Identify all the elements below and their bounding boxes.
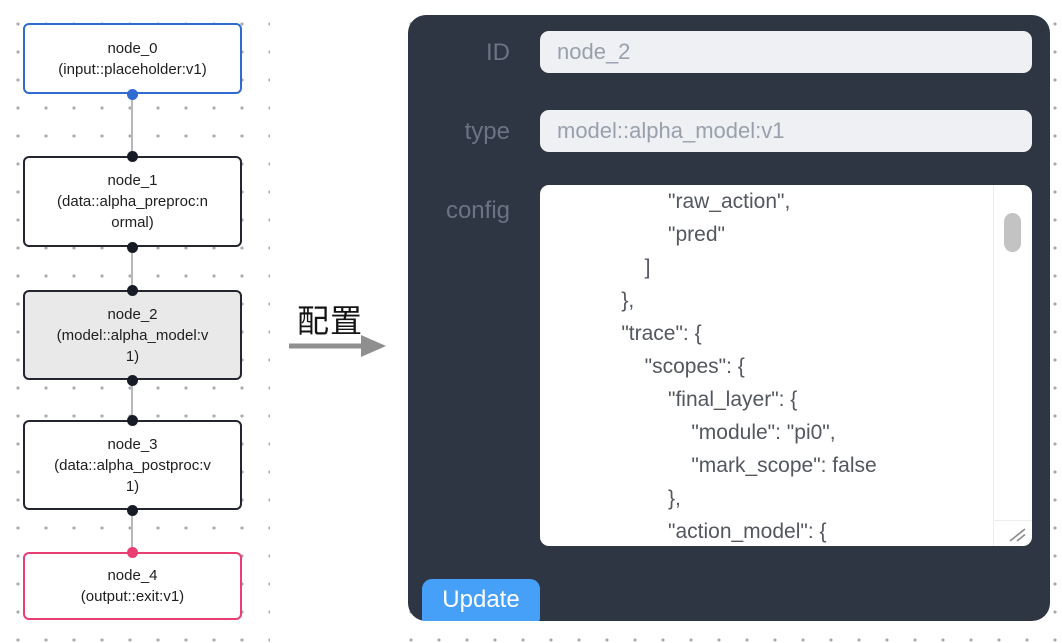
resize-handle-icon[interactable]	[1007, 525, 1029, 543]
edge-connector	[131, 380, 133, 420]
connection-port[interactable]	[127, 285, 138, 296]
edge-connector	[131, 510, 133, 552]
flow-node-node_1[interactable]: node_1 (data::alpha_preproc:normal)	[23, 156, 242, 247]
connection-port[interactable]	[127, 505, 138, 516]
node-title: node_4	[107, 567, 158, 584]
config-json-text[interactable]: "raw_action", "pred" ] }, "trace": { "sc…	[621, 190, 877, 543]
scrollbar-corner-divider	[993, 520, 1032, 521]
connection-port[interactable]	[127, 415, 138, 426]
scrollbar-thumb[interactable]	[1004, 213, 1021, 252]
id-input[interactable]	[540, 31, 1032, 73]
node-subtitle: (output::exit:v1)	[80, 588, 185, 605]
connection-port[interactable]	[127, 151, 138, 162]
connection-port[interactable]	[127, 547, 138, 558]
config-field-label: config	[445, 197, 510, 224]
type-field-label: type	[464, 118, 510, 145]
id-field-label: ID	[486, 39, 510, 66]
flow-node-node_2[interactable]: node_2 (model::alpha_model:v1)	[23, 290, 242, 380]
connection-port[interactable]	[127, 242, 138, 253]
type-input[interactable]	[540, 110, 1032, 152]
right-arrow-icon	[289, 335, 386, 357]
flow-node-node_4[interactable]: node_4 (output::exit:v1)	[23, 552, 242, 620]
flow-node-node_3[interactable]: node_3 (data::alpha_postproc:v1)	[23, 420, 242, 510]
node-subtitle: (input::placeholder:v1)	[58, 60, 207, 78]
node-subtitle: (model::alpha_model:v1)	[56, 326, 209, 365]
node-title: node_0	[107, 39, 158, 57]
update-button[interactable]: Update	[422, 579, 540, 621]
edge-connector	[131, 247, 133, 290]
config-textarea[interactable]: "raw_action", "pred" ] }, "trace": { "sc…	[540, 185, 1032, 546]
connection-port[interactable]	[127, 375, 138, 386]
node-subtitle: (data::alpha_preproc:normal)	[57, 193, 208, 231]
node-title: node_3	[107, 435, 158, 453]
connection-port[interactable]	[127, 89, 138, 100]
edge-connector	[131, 94, 133, 156]
config-annotation-label: 配置	[297, 303, 364, 339]
node-title: node_2	[107, 305, 158, 323]
flow-node-node_0[interactable]: node_0 (input::placeholder:v1)	[23, 23, 242, 94]
scrollbar-track-divider	[993, 185, 994, 546]
node-title: node_1	[107, 172, 158, 189]
node-config-panel: ID type config "raw_action", "pred" ] },…	[408, 15, 1050, 621]
node-subtitle: (data::alpha_postproc:v1)	[54, 456, 211, 495]
